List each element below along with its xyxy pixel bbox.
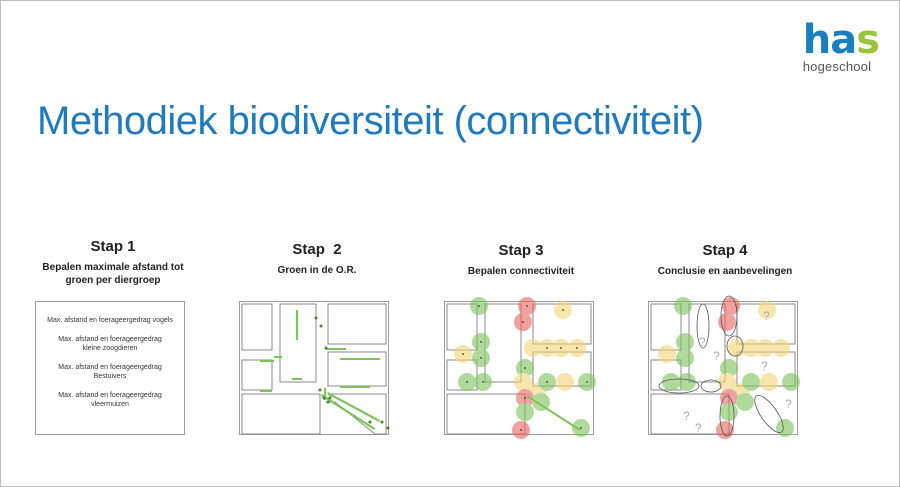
connection-ellipse xyxy=(658,378,700,394)
step-4-subtitle: Conclusie en aanbevelingen xyxy=(657,266,793,277)
green-strip xyxy=(292,378,302,380)
question-mark: ? xyxy=(761,359,768,373)
connection-ellipse xyxy=(696,303,710,349)
green-strip xyxy=(260,360,274,362)
green-strip xyxy=(340,358,380,360)
tree-dot xyxy=(318,388,322,392)
map-block xyxy=(241,303,273,351)
green-map xyxy=(241,303,390,435)
step-2-map xyxy=(239,301,390,435)
tree-dot xyxy=(319,324,323,328)
step-4: Stap 4 Conclusie en aanbevelingen xyxy=(635,242,815,278)
green-strip xyxy=(340,386,370,388)
step-4-map: ? ? ? ? ? ? ? xyxy=(648,295,800,439)
slide-title: Methodiek biodiversiteit (connectiviteit… xyxy=(37,99,704,143)
question-mark: ? xyxy=(695,421,702,435)
green-strip xyxy=(260,390,272,392)
step-1: Stap 1 Bepalen maximale afstand tot groe… xyxy=(23,238,203,287)
connectivity-map xyxy=(446,297,596,439)
tree-dot xyxy=(368,420,372,424)
step-2: Stap 2 Groen in de O.R. xyxy=(227,241,407,277)
list-item: Max. afstand en foerageergedrag kleine z… xyxy=(58,336,162,352)
connection-ellipse xyxy=(726,335,744,357)
list-item: Max. afstand en foerageergedrag Bestuive… xyxy=(58,364,162,380)
connection-ellipse xyxy=(720,295,738,337)
map-block xyxy=(241,393,321,435)
map-block xyxy=(327,351,387,387)
list-item: Max. afstand en foerageergedrag vogels xyxy=(47,317,173,324)
green-strip xyxy=(321,394,375,430)
connection-ellipse xyxy=(754,395,784,433)
step-1-subtitle: Bepalen maximale afstand tot groen per d… xyxy=(42,262,184,286)
step-2-title: Stap 2 xyxy=(292,241,342,258)
tree-dot xyxy=(322,396,326,400)
step-3-title: Stap 3 xyxy=(498,242,544,259)
green-strip xyxy=(327,392,380,422)
step-1-panel: Max. afstand en foerageergedrag vogels M… xyxy=(35,301,185,435)
tree-dot xyxy=(314,316,318,320)
list-item: Max. afstand en foerageergedrag vleermui… xyxy=(58,392,162,408)
green-circle xyxy=(516,403,534,421)
question-mark: ? xyxy=(785,397,792,411)
tree-dot xyxy=(328,396,332,400)
step-3: Stap 3 Bepalen connectiviteit xyxy=(431,242,611,278)
step-3-map xyxy=(444,297,596,439)
step-2-subtitle: Groen in de O.R. xyxy=(277,265,357,276)
question-mark: ? xyxy=(713,349,720,363)
yellow-circle xyxy=(514,373,532,391)
map-block xyxy=(279,303,317,383)
green-strip xyxy=(274,356,282,358)
green-strip xyxy=(324,388,326,400)
step-4-title: Stap 4 xyxy=(702,242,748,259)
map-block xyxy=(329,393,387,435)
question-mark: ? xyxy=(763,309,770,323)
question-mark: ? xyxy=(683,409,690,423)
map-block xyxy=(327,303,387,345)
conclusion-map: ? ? ? ? ? ? ? xyxy=(650,295,800,439)
connection-ellipse xyxy=(719,395,735,437)
green-strip xyxy=(526,395,581,431)
connection-ellipse xyxy=(700,379,722,393)
has-hogeschool-logo: has hogeschool xyxy=(802,17,880,74)
tree-dot xyxy=(326,400,330,404)
green-strip xyxy=(326,348,346,350)
yellow-circle xyxy=(556,373,574,391)
tree-dot xyxy=(380,420,384,424)
yellow-circle xyxy=(524,339,542,357)
logo-subtitle: hogeschool xyxy=(802,59,872,74)
green-strip xyxy=(296,310,298,340)
map-block xyxy=(241,359,273,391)
step-3-subtitle: Bepalen connectiviteit xyxy=(467,266,575,277)
tree-dot xyxy=(386,426,390,430)
tree-dot xyxy=(324,346,328,350)
green-circle xyxy=(532,393,550,411)
question-mark: ? xyxy=(699,335,706,349)
step-1-title: Stap 1 xyxy=(90,238,136,255)
